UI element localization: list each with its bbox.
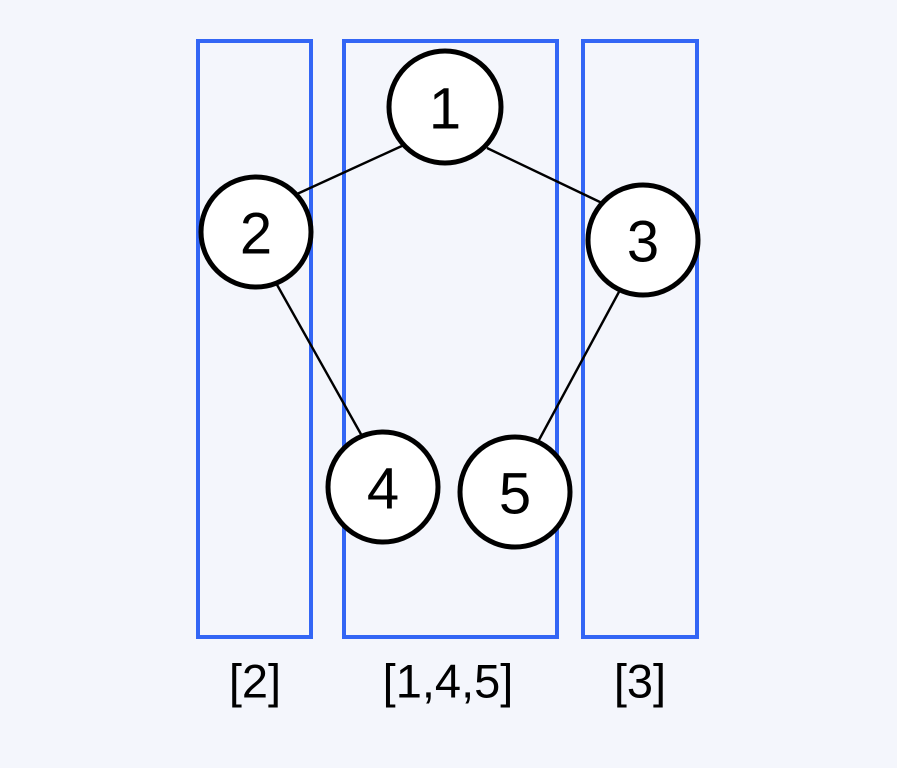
group-box-group-right: [581, 39, 699, 639]
group-label-group-left: [2]: [229, 655, 281, 708]
nodes-layer: 1 2 3 4 5: [198, 48, 701, 550]
graph-node-4[interactable]: 4: [325, 429, 441, 545]
graph-edge-3-5: [537, 289, 622, 441]
group-labels-layer: [2] [1,4,5] [3]: [229, 655, 666, 708]
graph-node-3[interactable]: 3: [585, 182, 701, 298]
node-label-4: 4: [367, 457, 399, 522]
group-label-group-right: [3]: [614, 655, 666, 708]
graph-node-2[interactable]: 2: [198, 174, 314, 290]
node-label-1: 1: [429, 77, 461, 142]
group-box-group-left: [196, 39, 313, 639]
group-box-group-middle: [342, 39, 559, 639]
node-circle-4: [325, 429, 441, 545]
graph-edge-1-3: [486, 146, 603, 205]
node-circle-3: [585, 182, 701, 298]
edges-layer: [274, 143, 622, 441]
node-label-3: 3: [627, 210, 659, 275]
node-label-5: 5: [499, 462, 531, 527]
node-circle-1: [386, 48, 504, 166]
node-label-2: 2: [240, 202, 272, 267]
group-boxes-layer: [196, 39, 699, 639]
graph-node-1[interactable]: 1: [386, 48, 504, 166]
graph-node-5[interactable]: 5: [457, 434, 573, 550]
graph-edge-1-2: [296, 143, 405, 196]
node-circle-5: [457, 434, 573, 550]
node-circle-2: [198, 174, 314, 290]
group-label-group-middle: [1,4,5]: [383, 655, 514, 708]
graph-edge-2-4: [274, 282, 364, 437]
